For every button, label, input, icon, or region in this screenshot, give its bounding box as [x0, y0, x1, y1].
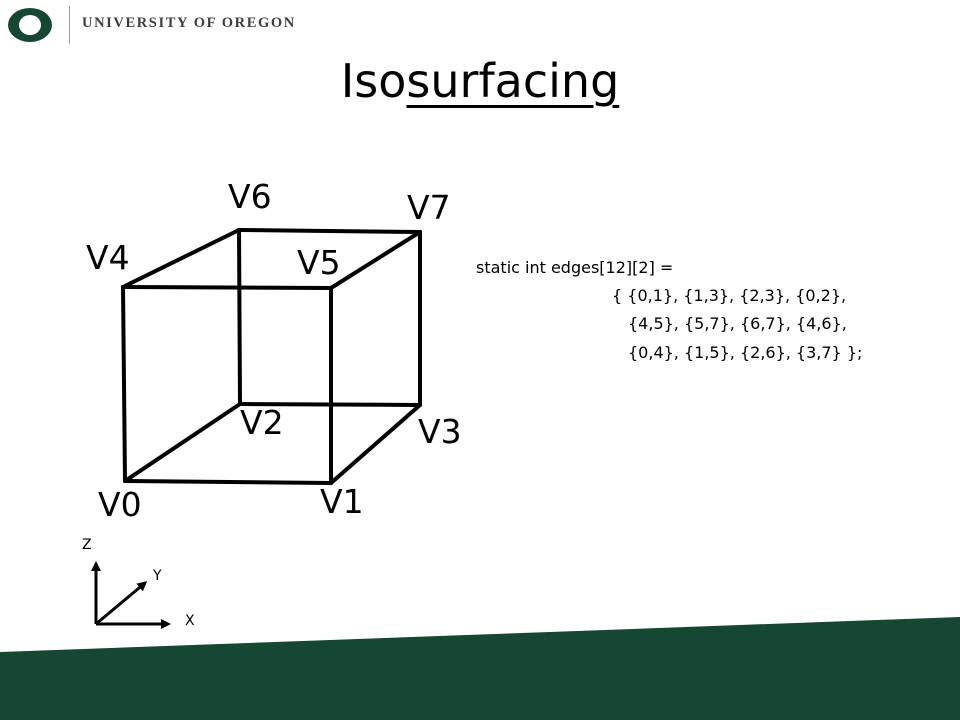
code-line-2: { {0,1}, {1,3}, {2,3}, {0,2},	[612, 286, 847, 305]
title-underlined: surfacing	[406, 54, 620, 108]
page-title: Isosurfacing	[0, 58, 960, 104]
vertex-label-v0: V0	[98, 485, 142, 524]
vertex-label-v4: V4	[86, 238, 130, 277]
cube-edges	[121, 228, 422, 485]
code-line-1: static int edges[12][2] =	[476, 258, 674, 277]
edge-4-5	[121, 285, 333, 290]
y-axis-arrow	[95, 581, 148, 626]
title-prefix: Iso	[340, 54, 407, 108]
code-line-3: {4,5}, {5,7}, {6,7}, {4,6},	[628, 314, 847, 333]
edge-6-7	[237, 228, 422, 234]
vertex-label-v3: V3	[418, 412, 462, 451]
edge-2-6	[237, 228, 242, 406]
axis-label-y: Y	[153, 568, 162, 584]
axes-gizmo	[91, 561, 171, 629]
footer-band	[0, 617, 960, 720]
oregon-o-icon	[8, 8, 52, 42]
edge-4-6	[121, 228, 241, 289]
logo-divider	[69, 6, 70, 44]
university-logo: UNIVERSITY OF OREGON	[0, 0, 294, 48]
vertex-label-v1: V1	[320, 482, 364, 521]
vertex-label-v5: V5	[297, 243, 341, 282]
axis-label-x: X	[185, 613, 195, 629]
logo-text: UNIVERSITY OF OREGON	[82, 15, 296, 31]
edge-5-7	[329, 230, 422, 290]
code-line-4: {0,4}, {1,5}, {2,6}, {3,7} };	[628, 343, 863, 362]
axis-label-z: Z	[82, 537, 92, 553]
edge-0-1	[123, 479, 333, 485]
vertex-label-v7: V7	[407, 188, 451, 227]
edge-0-4	[121, 285, 127, 483]
edge-1-3	[329, 403, 422, 485]
edge-0-2	[123, 402, 242, 483]
vertex-label-v6: V6	[228, 177, 272, 216]
vertex-label-v2: V2	[240, 403, 284, 442]
